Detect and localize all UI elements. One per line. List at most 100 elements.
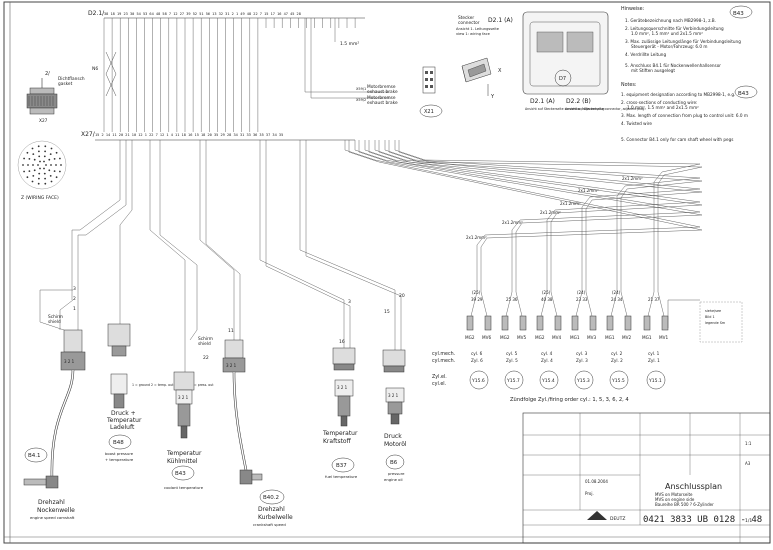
notes-german: Hinweise: 1. Gerätebezeichnung nach MB29… bbox=[621, 5, 753, 73]
wire-label-3: 2x1.2mm² bbox=[560, 201, 581, 206]
injector-mv: MV2 bbox=[622, 335, 631, 340]
b48-title-4: boost pressure bbox=[105, 451, 134, 456]
brake-pin-2: X59/2 bbox=[356, 98, 366, 102]
sensor-wire-bundles bbox=[39, 140, 402, 372]
note-de-5b: mit Stiften ausgelegt bbox=[631, 68, 675, 73]
b43-title-1: Temperatur bbox=[166, 450, 202, 457]
page-frame bbox=[3, 1, 771, 544]
b402-title-3: crankshaft speed bbox=[253, 522, 286, 527]
b43-pins: 3 2 1 bbox=[178, 395, 189, 400]
injector-zyl: Zyl. 2 bbox=[611, 358, 623, 363]
injector-mv: MV1 bbox=[659, 335, 668, 340]
title-sub2: MVS on engine side bbox=[655, 497, 695, 502]
x27-connector-side-view: 2/ Dichtflansch gasket X27 bbox=[26, 71, 85, 124]
b41-title-2: Nockenwelle bbox=[37, 507, 75, 514]
pin-c: 3 bbox=[73, 286, 76, 292]
b41-pins: 3 2 1 bbox=[64, 359, 75, 364]
title-block: 01.08.2004 Proj. Anschlussplan MVS on Mo… bbox=[522, 412, 771, 544]
brake-label-2: exhaust brake bbox=[367, 89, 398, 95]
legend-t3: legende Sm bbox=[705, 321, 726, 325]
notes-de-header: Hinweise: bbox=[621, 6, 645, 12]
n6-twist bbox=[105, 51, 117, 97]
connector-label: connector bbox=[458, 20, 480, 26]
note-en-4: 4. Twisted wire bbox=[621, 121, 652, 126]
b48-badge: B48 bbox=[113, 440, 124, 446]
injector-mg: MG2 bbox=[535, 335, 545, 340]
pin-d: 22 bbox=[203, 355, 209, 361]
x27-pins: 15 2 14 11 20 21 10 12 1 22 7 12 1 4 11 … bbox=[95, 133, 283, 137]
wire-label-2: 2x1.2mm² bbox=[578, 188, 599, 193]
injector-mech: cyl. 5 bbox=[506, 351, 518, 356]
b41-badge: B4.1 bbox=[28, 453, 41, 459]
injector-mv: MV4 bbox=[552, 335, 561, 340]
b37-badge: B37 bbox=[336, 463, 347, 469]
note-de-5: 5. Anschluss B4.1 für Nockenwellenhallse… bbox=[625, 63, 721, 68]
note-de-2b: 1.0 mm², 1.5 mm² und 2x1.5 mm² bbox=[631, 31, 703, 36]
b6-title-1: Druck bbox=[384, 433, 402, 440]
title-sub3: Baureihe BR 500 ? 6-Zylinder bbox=[655, 502, 714, 507]
injector-mg: MG1 bbox=[605, 335, 615, 340]
b48-title-5: + temperature bbox=[105, 457, 134, 462]
sensor-b41: 3 2 1 B4.1 Drehzahl Nockenwelle engine s… bbox=[23, 329, 86, 520]
b48-title-3: Ladeluft bbox=[110, 424, 135, 431]
brake-pin-1: X59/1 bbox=[356, 87, 366, 91]
b43-title-2: Kühlmittel bbox=[167, 458, 198, 465]
injector-mech: cyl. 6 bbox=[471, 351, 483, 356]
brake-label-3: Motorbremse bbox=[367, 95, 396, 101]
pin-e: 11 bbox=[228, 328, 234, 334]
pin-j: 15 bbox=[384, 309, 390, 315]
injector-pos: (25) bbox=[472, 290, 481, 295]
arrow-y: Y bbox=[490, 94, 495, 100]
b6-title-2: Motoröl bbox=[384, 441, 407, 448]
d2-label-b: D2.2 (B) bbox=[566, 98, 591, 105]
notes-en-header: Notes: bbox=[621, 82, 637, 88]
b402-title-2: Kurbelwelle bbox=[258, 514, 293, 521]
pin-i: 3 bbox=[348, 299, 351, 305]
injector-pins: 23 33 bbox=[576, 297, 588, 302]
injector-wire-bundles bbox=[344, 140, 703, 317]
note-en-2: 2. cross-sections of conducting wire: bbox=[621, 100, 697, 105]
sheet-number: 1/1 bbox=[745, 518, 752, 524]
zyl-label: Zyl.el. bbox=[432, 374, 447, 380]
exhaust-brake-block: X59/1 X59/2 Motorbremse exhaust brake Mo… bbox=[304, 18, 443, 118]
d2-pins: 38 18 19 23 30 54 53 64 48 58 7 12 27 39… bbox=[104, 12, 301, 16]
injector-zyl: Zyl. 1 bbox=[648, 358, 660, 363]
note-de-1: 1. Gerätebezeichnung nach MB2998-1, z.B. bbox=[625, 18, 716, 23]
sensor-b37: 3 2 1 Temperatur Kraftstoff B37 fuel tem… bbox=[322, 347, 358, 479]
b48-title-2: Temperatur bbox=[106, 417, 142, 424]
injector-mv: MV6 bbox=[482, 335, 491, 340]
wire-label-4: 2x1.2mm² bbox=[540, 210, 561, 215]
injector-zyl: Zyl. 3 bbox=[576, 358, 588, 363]
injector-badge: Y15.6 bbox=[471, 378, 485, 384]
shield-2-de: Schirm bbox=[198, 336, 213, 342]
wire-label-1: 2x1.2mm² bbox=[622, 176, 643, 181]
injector-zyl: Zyl. 4 bbox=[541, 358, 553, 363]
b37-pins: 3 2 1 bbox=[337, 385, 348, 390]
d7-badge: D7 bbox=[559, 76, 566, 82]
note-de-3b: Steuergerät - Motor/Fahrzeug: 6.0 m bbox=[631, 44, 707, 49]
injector-mech: cyl. 3 bbox=[576, 351, 588, 356]
injector-mech: cyl. 1 bbox=[648, 351, 660, 356]
injector-mv: MV3 bbox=[587, 335, 596, 340]
note-en-5: 5. Connector B4.1 only for cam shaft whe… bbox=[621, 137, 733, 142]
injector-badge: Y15.7 bbox=[506, 378, 520, 384]
note-de-2: 2. Leitungsquerschnitte für Verbindungsl… bbox=[625, 26, 724, 31]
title-main: Anschlussplan bbox=[665, 482, 722, 491]
deutz-logo bbox=[587, 511, 607, 520]
brake-label-4: exhaust brake bbox=[367, 100, 398, 106]
b6-pins: 3 2 1 bbox=[388, 393, 399, 398]
zyl2-label: cyl.el. bbox=[432, 381, 446, 387]
b6-badge: B6 bbox=[390, 460, 398, 466]
legend-box: siehe/see Bild 1 legende Sm bbox=[667, 299, 743, 343]
cyl-mech2-label: cyl.mech. bbox=[432, 358, 455, 364]
injector-mg: MG2 bbox=[465, 335, 475, 340]
b48-pinout: 1 = ground 2 = temp. out 3 = + 5 V 4 = p… bbox=[132, 383, 214, 387]
title-date: 01.08.2004 bbox=[585, 479, 608, 484]
sensor-b48: 1 = ground 2 = temp. out 3 = + 5 V 4 = p… bbox=[105, 323, 214, 462]
company-name: DEUTZ bbox=[610, 516, 625, 522]
b37-title-2: Kraftstoff bbox=[323, 438, 352, 445]
n6-label: N6 bbox=[92, 66, 98, 72]
